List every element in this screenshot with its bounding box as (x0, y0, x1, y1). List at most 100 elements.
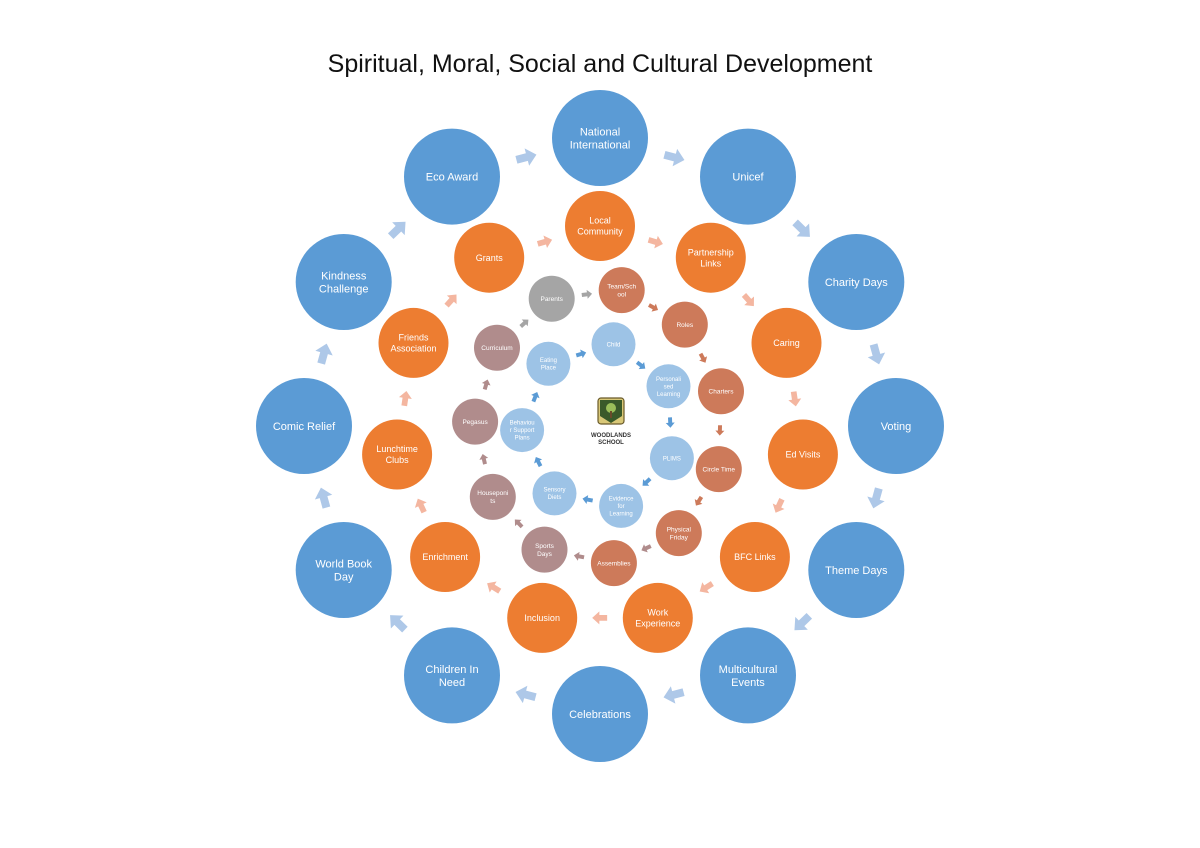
middle-node-label: Ed Visits (785, 450, 820, 460)
inner-node-label: Parents (540, 296, 563, 303)
outer-ring-arrow (663, 686, 685, 704)
core-node-circle (532, 471, 577, 516)
middle-ring-arrow (772, 498, 785, 513)
outer-node-eco-award: Eco Award (404, 128, 500, 225)
middle-node-enrichment: Enrichment (410, 522, 481, 592)
inner-node-parents: Parents (528, 275, 575, 322)
middle-node-circle (719, 522, 790, 592)
inner-node-pegasus: Pegasus (452, 398, 499, 445)
middle-ring-arrow (444, 294, 457, 308)
inner-ring-arrow (641, 544, 652, 553)
inner-ring-arrow (514, 519, 524, 529)
outer-node-label: Unicef (732, 171, 764, 183)
core-node-circle (591, 322, 636, 367)
outer-node-circle (700, 128, 796, 225)
inner-node-charters: Charters (698, 368, 744, 415)
middle-node-circle (622, 582, 693, 653)
inner-ring-arrow (479, 454, 489, 465)
outer-node-circle (552, 666, 648, 762)
outer-node-charity-days: Charity Days (808, 234, 905, 330)
middle-node-circle (454, 222, 525, 293)
middle-node-circle (378, 307, 449, 378)
school-logo: WOODLANDS SCHOOL (591, 397, 631, 446)
outer-node-celebrations: Celebrations (552, 666, 648, 762)
inner-node-label: Circle Time (703, 466, 736, 473)
core-node-label: Child (607, 342, 621, 348)
outer-node-label: Theme Days (825, 565, 888, 577)
core-node-circle (599, 483, 644, 528)
middle-node-bfc-links: BFC Links (719, 522, 790, 592)
middle-ring-arrow (536, 235, 553, 248)
outer-node-unicef: Unicef (700, 128, 796, 225)
core-node-plims: PLIMS (649, 436, 694, 481)
middle-node-ed-visits: Ed Visits (767, 419, 838, 490)
outer-node-circle (808, 522, 905, 618)
middle-ring-arrow (741, 293, 754, 307)
outer-node-label: Voting (881, 421, 912, 433)
core-node-label: PLIMS (663, 456, 681, 462)
middle-node-circle (507, 582, 578, 653)
core-ring-arrow (665, 417, 675, 428)
inner-node-circle (469, 473, 516, 520)
middle-ring-arrow (487, 581, 502, 594)
outer-ring-arrow (794, 612, 813, 631)
core-node-child: Child (591, 322, 636, 367)
core-node-circle (500, 408, 545, 453)
middle-node-circle (362, 419, 433, 490)
logo-name-sub: SCHOOL (598, 440, 624, 446)
outer-node-circle (848, 378, 944, 474)
inner-node-label: Curriculum (481, 345, 512, 352)
outer-node-circle (700, 627, 796, 724)
core-ring-arrow (582, 495, 594, 504)
inner-node-circle (695, 446, 742, 493)
middle-node-label: Enrichment (422, 552, 468, 562)
inner-ring-arrow (581, 289, 593, 299)
outer-node-circle (295, 522, 392, 618)
middle-node-inclusion: Inclusion (507, 582, 578, 653)
middle-ring-arrow (414, 498, 427, 514)
inner-node-circle (698, 368, 744, 415)
middle-ring-arrow (592, 611, 608, 625)
outer-ring-arrow (390, 615, 408, 633)
outer-node-circle (552, 90, 648, 186)
core-node-circle (646, 364, 691, 409)
outer-node-comic-relief: Comic Relief (256, 378, 352, 474)
outer-ring-arrow (867, 487, 885, 509)
outer-ring-arrow (387, 221, 406, 240)
middle-node-label: Inclusion (524, 613, 560, 623)
middle-ring-arrow (699, 581, 714, 594)
inner-node-circle (590, 540, 637, 587)
outer-node-circle (295, 234, 392, 330)
inner-node-circle (521, 526, 568, 573)
middle-node-grants: Grants (454, 222, 525, 293)
outer-node-circle (256, 378, 352, 474)
